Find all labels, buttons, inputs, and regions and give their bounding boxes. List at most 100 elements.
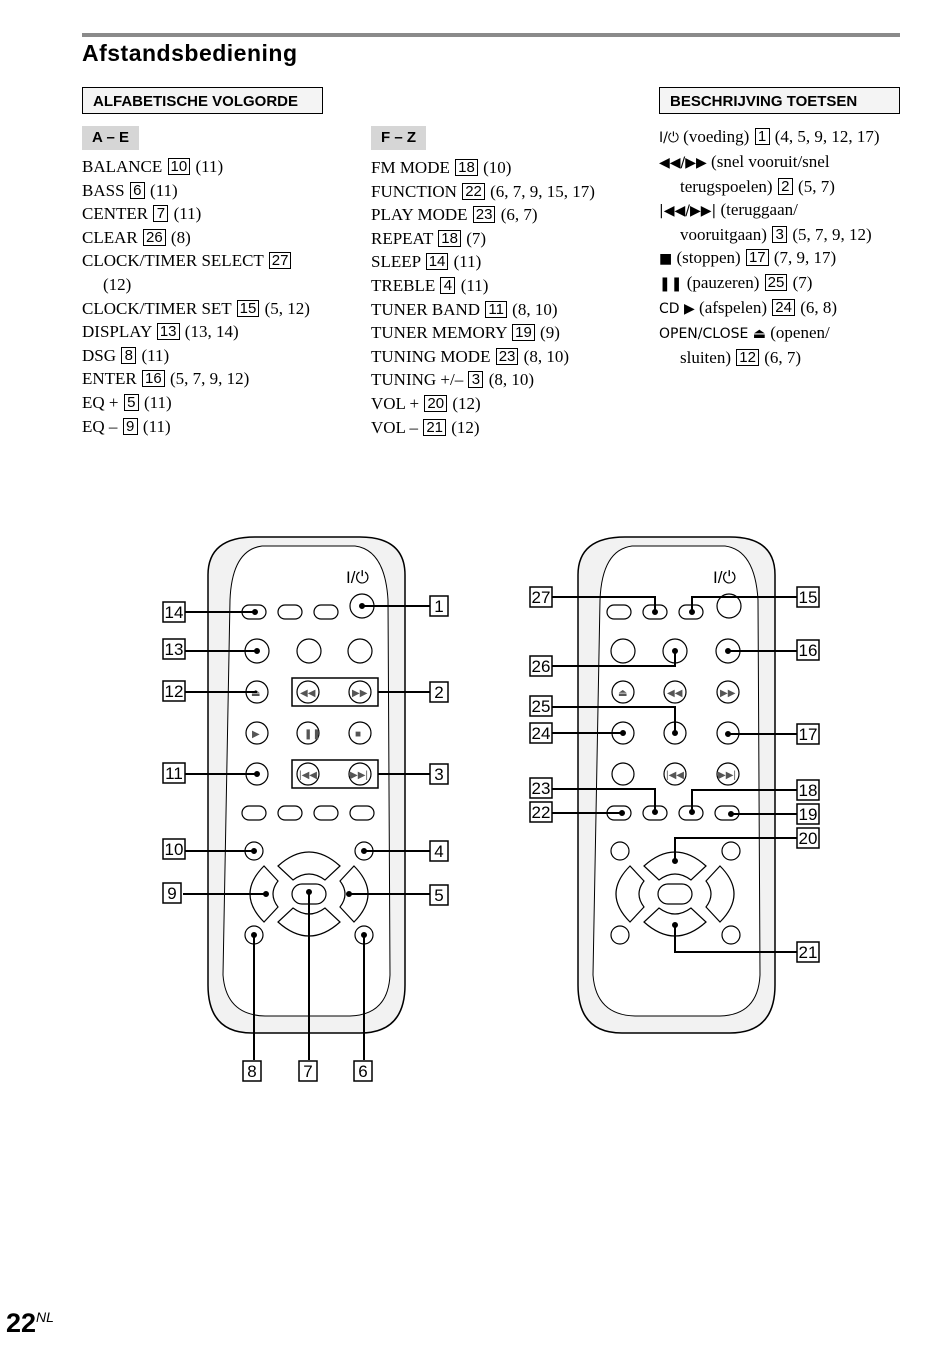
list-item: I/⏻ (voeding) 1 (4, 5, 9, 12, 17) [659,125,909,150]
callout-label: 27 [532,588,551,607]
callout-4: 4 [429,840,449,862]
svg-text:|◀◀: |◀◀ [299,770,317,781]
page-refs: (11) [191,157,224,176]
right-remote-buttons [606,593,742,945]
callout-label: 8 [247,1062,256,1081]
list-item: (12) [82,273,310,297]
page-refs: (8) [166,227,191,247]
list-item: OPEN/CLOSE ⏏ (openen/ [659,321,909,346]
item-name: REPEAT [371,228,434,248]
left-remote-buttons [241,593,375,945]
left-button-glyphs: ◀◀▶▶ ▶❚❚■ |◀◀▶▶| ⏏ [251,688,368,781]
item-name: VOL + [371,393,420,413]
callout-label: 9 [167,884,176,903]
item-name: BASS [82,180,125,200]
callout-label: 4 [434,842,443,861]
page-number: 22NL [6,1308,54,1338]
callout-label: 16 [799,641,818,660]
callout-label: 25 [532,697,551,716]
callout-20: 20 [796,827,820,849]
callout-number: 18 [438,229,461,247]
item-name: SLEEP [371,252,421,272]
svg-text:◀◀: ◀◀ [667,688,683,699]
callout-label: 11 [165,764,183,783]
callout-25: 25 [529,695,553,717]
callout-number: 4 [440,276,456,294]
callout-number: 19 [512,324,535,342]
callout-14: 14 [162,601,186,623]
page-refs: (6, 7) [759,348,802,367]
list-item: TREBLE 4 (11) [371,274,595,298]
callout-label: 6 [358,1062,367,1081]
item-name: ENTER [82,369,137,389]
page-refs: (12) [447,417,480,437]
item-name: terugspoelen) [680,177,773,196]
callout-13: 13 [162,638,186,660]
item-name: TREBLE [371,275,436,295]
list-item: vooruitgaan) 3 (5, 7, 9, 12) [659,223,909,246]
page-refs: (13, 14) [180,322,239,342]
vol-up-button [277,851,341,881]
page-refs: (8, 10) [519,346,569,366]
right-power-label: I/⏻ [713,568,736,587]
callout-number: 8 [121,346,137,364]
page-refs: (12) [448,393,481,413]
list-item: REPEAT 18 (7) [371,227,595,251]
button-symbol: CD ▶ [659,301,695,317]
callout-18: 18 [796,779,820,801]
callout-number: 20 [424,394,448,412]
item-name: (openen/ [770,323,830,342]
page-refs: (5, 12) [260,298,310,318]
list-item: CLEAR 26 (8) [82,226,310,250]
list-item: CENTER 7 (11) [82,202,310,226]
page-refs: (6, 7) [496,205,538,225]
button-description-heading: BESCHRIJVING TOETSEN [659,87,900,114]
list-item: TUNING MODE 23 (8, 10) [371,345,595,369]
page-refs: (5, 7) [793,177,835,196]
callout-24: 24 [529,722,553,744]
item-name: (12) [103,274,132,294]
page-refs: (11) [138,416,171,436]
callout-number: 10 [167,158,191,175]
page-refs: (11) [137,345,170,365]
button-description-list: I/⏻ (voeding) 1 (4, 5, 9, 12, 17)◀◀/▶▶ (… [659,125,909,369]
item-name: (pauzeren) [686,273,760,292]
button-symbol: ■ [659,251,673,267]
item-name: CLOCK/TIMER SELECT [82,251,264,271]
svg-text:⏏: ⏏ [618,688,627,699]
item-name: FUNCTION [371,181,457,201]
callout-6: 6 [353,1060,373,1082]
list-item: PLAY MODE 23 (6, 7) [371,203,595,227]
page-refs: (4, 5, 9, 12, 17) [770,127,880,146]
top-rule [82,33,900,37]
callout-19: 19 [796,803,820,825]
callout-number: 11 [485,300,507,318]
stop-button [348,721,372,745]
callout-number: 14 [425,253,449,271]
page-refs: (7) [788,273,813,292]
page-refs: (11) [145,180,178,200]
list-item: VOL – 21 (12) [371,416,595,440]
list-item: EQ – 9 (11) [82,415,310,439]
page-refs: (11) [139,392,172,412]
callout-number: 23 [495,347,519,365]
callout-number: 3 [468,371,484,389]
item-name: CENTER [82,204,149,224]
list-item: CLOCK/TIMER SELECT 27 [82,249,310,273]
svg-text:|◀◀: |◀◀ [666,770,684,781]
item-name: TUNER BAND [371,299,481,319]
callout-label: 15 [799,588,818,607]
page-refs: (5, 7, 9, 12) [165,369,250,389]
callout-number: 21 [423,418,446,436]
page-title: Afstandsbediening [82,40,298,66]
callout-number: 3 [772,226,788,243]
list-a-e: BALANCE 10 (11)BASS 6 (11)CENTER 7 (11)C… [82,155,310,438]
range-f-z: F – Z [371,126,427,150]
page-refs: (6, 7, 9, 15, 17) [485,181,595,201]
callout-label: 23 [532,779,551,798]
list-item: CLOCK/TIMER SET 15 (5, 12) [82,297,310,321]
callout-label: 10 [165,840,184,859]
previous-button [296,762,320,786]
svg-text:▶: ▶ [252,729,260,740]
callout-number: 27 [268,252,292,270]
